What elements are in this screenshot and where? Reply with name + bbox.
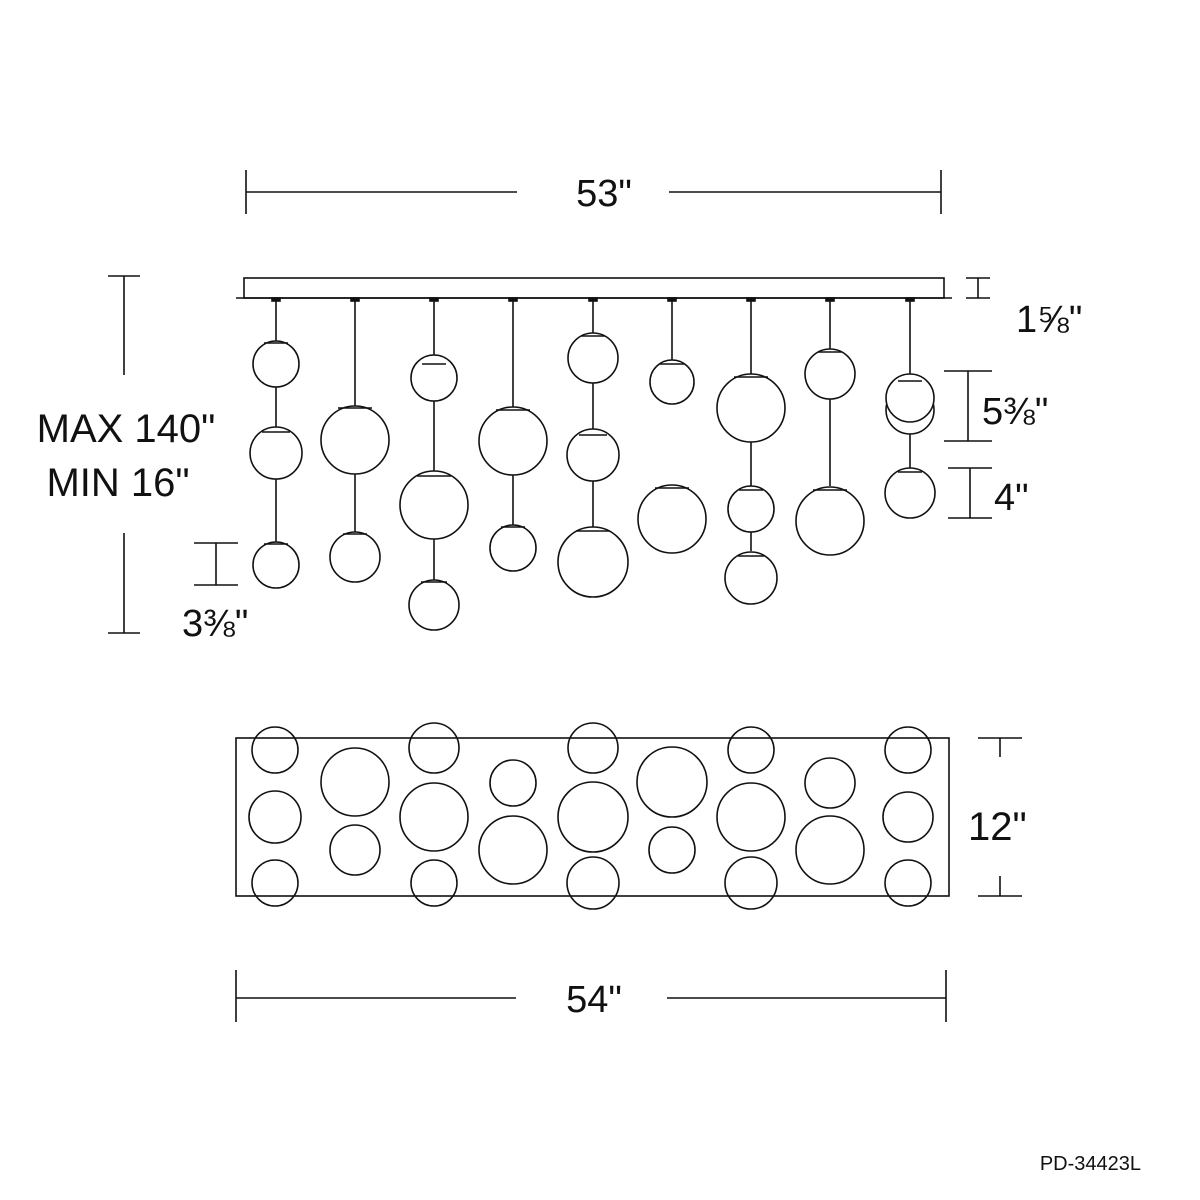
plan-globe (399, 782, 469, 852)
plan-globe (478, 815, 548, 885)
large-globe-dimension-line (944, 370, 992, 442)
globe (637, 484, 707, 554)
globe (252, 541, 300, 589)
plan-globe (882, 791, 934, 843)
globe (252, 340, 300, 388)
cord-hangers (271, 297, 915, 302)
plan-globe (724, 856, 778, 910)
globe (567, 332, 619, 384)
plan-globe (248, 790, 302, 844)
globe (489, 524, 537, 572)
canopy-height-label: 1⅝" (1016, 299, 1082, 341)
globe-caps (262, 335, 922, 583)
medium-globe-dimension-line (948, 467, 992, 519)
globe (885, 373, 935, 423)
globe (884, 467, 936, 519)
plan-globe (716, 782, 786, 852)
globe (724, 551, 778, 605)
plan-globe (566, 856, 620, 910)
canopy-width-dimension-line (245, 170, 942, 214)
plan-globe (795, 815, 865, 885)
large-globe-label: 5⅜" (982, 391, 1048, 433)
globe (329, 531, 381, 583)
small-globe-dimension-line (194, 542, 238, 586)
max-height-label: MAX 140" (37, 407, 216, 451)
plan-globe (251, 859, 299, 907)
small-globe-label: 3⅜" (182, 603, 248, 645)
canopy-width-label: 53" (576, 173, 632, 215)
plan-globe (410, 859, 458, 907)
globe (804, 348, 856, 400)
canopy (236, 277, 952, 299)
plan-globe (884, 726, 932, 774)
globe (478, 406, 548, 476)
overall-height-dimension-line (108, 275, 140, 634)
plan-width-dimension-line (235, 970, 947, 1022)
plan-globe (329, 824, 381, 876)
plan-view-outline (235, 737, 950, 897)
globe (408, 579, 460, 631)
plan-globe (636, 746, 708, 818)
plan-globe (884, 859, 932, 907)
globe (410, 354, 458, 402)
min-height-label: MIN 16" (46, 461, 189, 505)
plan-globe (320, 747, 390, 817)
plan-globe (557, 781, 629, 853)
plan-globe (727, 726, 775, 774)
globe (649, 359, 695, 405)
plan-globe (567, 722, 619, 774)
globe (727, 485, 775, 533)
globe (399, 470, 469, 540)
plan-globe (648, 826, 696, 874)
globe (320, 405, 390, 475)
elevation-globes (249, 332, 936, 631)
plan-globe (489, 759, 537, 807)
medium-globe-label: 4" (994, 477, 1029, 519)
plan-width-label: 54" (566, 979, 622, 1021)
globe (557, 526, 629, 598)
globe (716, 373, 786, 443)
plan-view-globes (248, 722, 934, 910)
globe (566, 428, 620, 482)
model-number: PD-34423L (1040, 1153, 1141, 1175)
plan-depth-label: 12" (968, 805, 1027, 849)
plan-globe (251, 726, 299, 774)
canopy-height-dimension-line (966, 277, 990, 299)
plan-globe (408, 722, 460, 774)
globe (795, 486, 865, 556)
plan-globe (804, 757, 856, 809)
plan-depth-dimension-line (978, 737, 1022, 897)
globe (249, 426, 303, 480)
